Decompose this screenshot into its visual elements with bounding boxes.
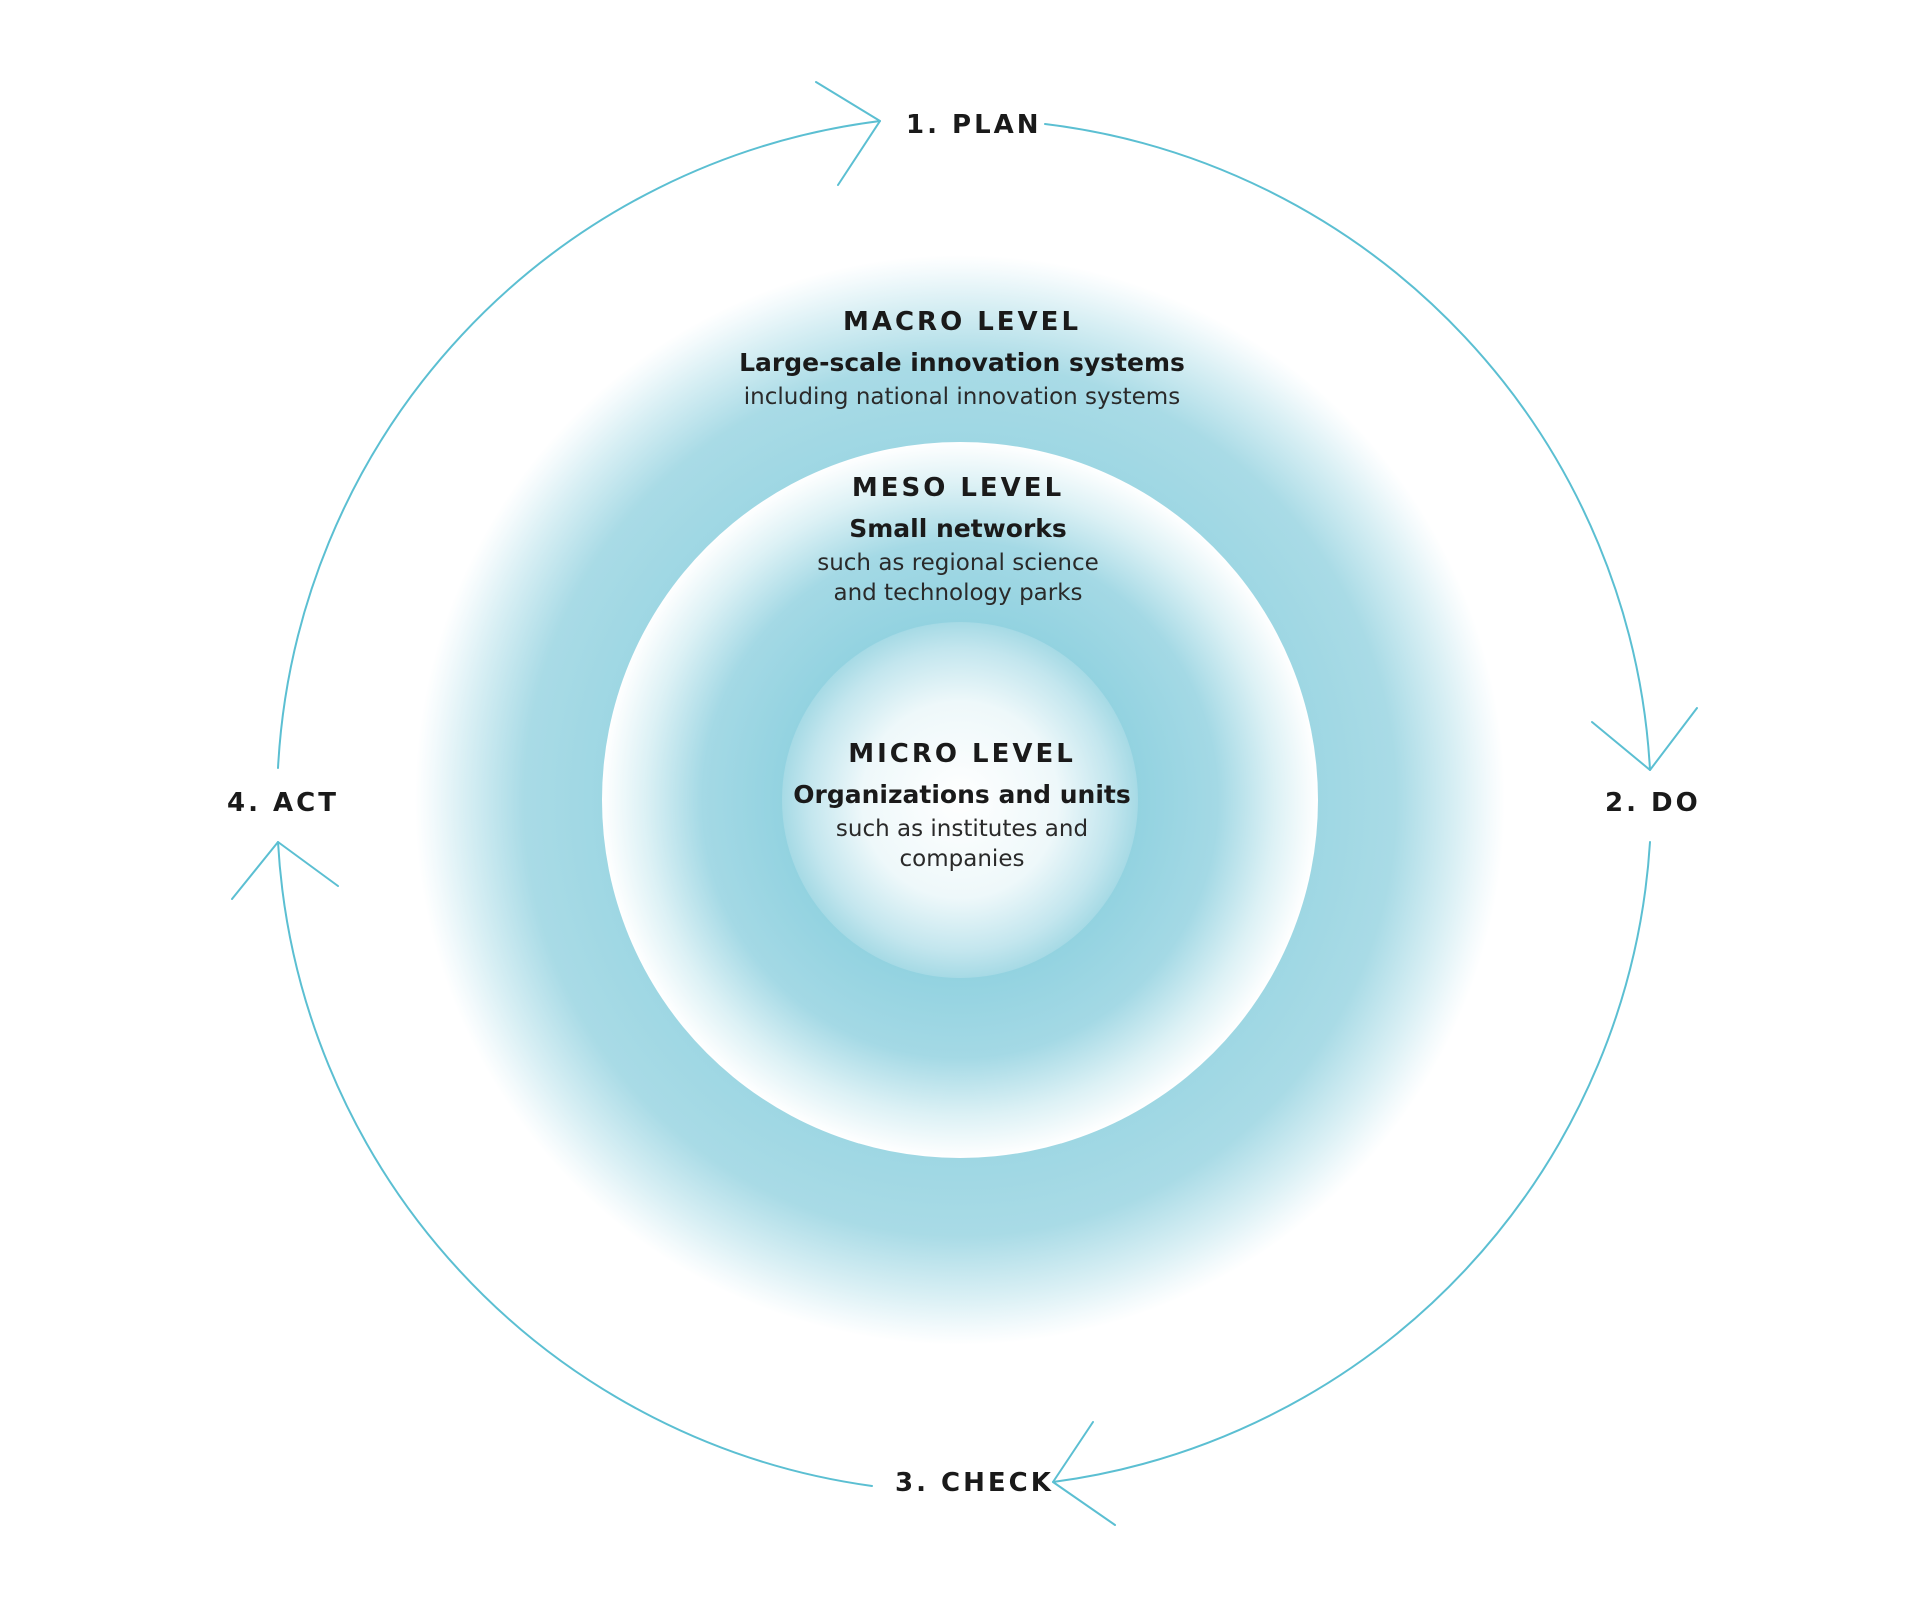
meso-level-description-line: such as regional science [817, 550, 1099, 576]
step-do-label: 2. DO [1605, 788, 1701, 818]
macro-level-title: MACRO LEVEL [842, 307, 1082, 337]
micro-level-description-line: companies [899, 846, 1025, 872]
meso-level-description-line: and technology parks [833, 580, 1083, 606]
arc-check-to-act [277, 841, 873, 1487]
micro-level-text: MICRO LEVEL Organizations and units such… [793, 736, 1130, 874]
arrow-head-plan [815, 81, 881, 186]
micro-level-title: MICRO LEVEL [848, 739, 1076, 769]
micro-level-heading: Organizations and units [793, 780, 1131, 809]
macro-level-text: MACRO LEVEL Large-scale innovation syste… [739, 304, 1185, 412]
meso-level-text: MESO LEVEL Small networks such as region… [817, 470, 1099, 608]
macro-level-description: including national innovation systems [743, 384, 1181, 410]
arc-do-to-check [1052, 841, 1651, 1483]
arrow-head-check [1052, 1421, 1116, 1526]
micro-level-disc [782, 622, 1138, 978]
arc-act-to-plan [277, 120, 881, 769]
arc-plan-to-do [1044, 123, 1651, 771]
meso-level-heading: Small networks [849, 514, 1067, 543]
macro-level-heading: Large-scale innovation systems [739, 348, 1185, 377]
micro-level-description-line: such as institutes and [835, 816, 1089, 842]
step-plan-label: 1. PLAN [906, 110, 1042, 140]
meso-level-title: MESO LEVEL [851, 473, 1065, 503]
arrow-head-act [231, 841, 339, 900]
step-act-label: 4. ACT [227, 788, 339, 818]
arrow-head-do [1591, 707, 1698, 771]
step-check-label: 3. CHECK [895, 1468, 1054, 1498]
